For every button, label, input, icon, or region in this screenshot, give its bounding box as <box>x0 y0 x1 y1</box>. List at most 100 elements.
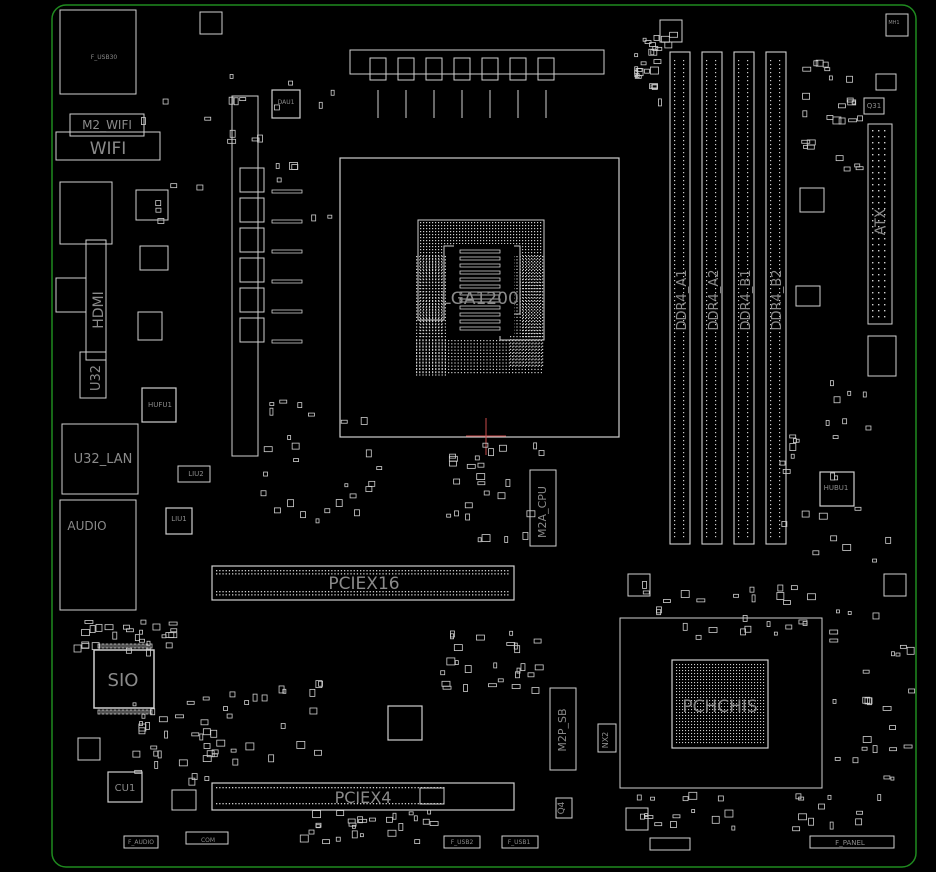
smd-part <box>464 502 473 509</box>
cpu-pin-grid-top-dot <box>471 228 473 230</box>
dimm-slot-4-pins-dot <box>770 184 772 186</box>
dimm-slot-1-pins-dot <box>674 280 676 282</box>
cpu-pin-grid-right-dot <box>531 291 533 293</box>
cpu-pin-grid-top-dot <box>456 222 458 224</box>
dimm-slot-4-pins-dot <box>770 252 772 254</box>
cpu-pin-grid-lower-left-dot <box>416 256 418 258</box>
pciex16-pins-top-dot <box>366 573 368 575</box>
dimm-slot-4-pins-b-dot <box>779 448 781 450</box>
smd-part <box>833 396 841 404</box>
cpu-pin-grid-lower-left-dot <box>428 361 430 363</box>
cpu-pin-grid-top-dot <box>525 234 527 236</box>
cpu-pin-grid-bottom-dot <box>480 359 482 361</box>
cpu-pin-grid-lower-right-dot <box>535 284 537 286</box>
pciex16-pins-bottom-dot <box>443 591 445 593</box>
pciex16-pins-bottom-dot <box>465 591 467 593</box>
cpu-pin-grid-right-dot <box>525 279 527 281</box>
cpu-pin-grid-top-dot <box>528 234 530 236</box>
cpu-pin-grid-lower-right-dot <box>516 291 518 293</box>
dimm-slot-4-pins-dot <box>770 160 772 162</box>
atx-pins-dot <box>878 190 880 192</box>
cpu-pin-grid-bottom-dot <box>425 372 427 374</box>
cpu-pin-grid-top-dot <box>513 234 515 236</box>
dimm-slot-3-pins-dot <box>738 476 740 478</box>
dimm-slot-2-pins-b-dot <box>715 292 717 294</box>
cpu-pin-grid-lower-left-dot <box>419 358 421 360</box>
dimm-slot-4-pins-b-dot <box>779 200 781 202</box>
smd-part <box>682 796 689 802</box>
pciex16-pins-top-dot <box>296 570 298 572</box>
cpu-pin-grid-top-dot <box>465 228 467 230</box>
cpu-pin-grid-left-dot <box>441 255 443 257</box>
cpu-pin-grid-lower-left-dot <box>435 326 437 328</box>
dimm-slot-1-pins-b-dot <box>683 536 685 538</box>
pciex16-pins-top-dot <box>404 573 407 575</box>
cpu-pin-grid-top-dot <box>519 237 521 239</box>
smd-part <box>387 829 397 837</box>
dimm-slot-2-pins-b-dot <box>715 332 717 334</box>
cpu-pin-grid-left-dot <box>429 258 431 260</box>
cpu-pin-grid-lower-left-dot <box>441 300 443 302</box>
top-vrm-choke-4 <box>453 57 471 81</box>
dimm-slot-2-pins-dot <box>706 192 708 194</box>
pciex16-pins-bottom-dot <box>219 591 221 593</box>
dimm-slot-2-pins-b-dot <box>715 436 717 438</box>
smd-cluster-11 <box>132 700 212 786</box>
cpu-pin-grid-top-dot <box>486 225 488 227</box>
pch-ball-grid-dot <box>721 712 723 714</box>
smd-part <box>640 61 647 66</box>
cpu-pin-grid-bottom-dot <box>489 372 491 374</box>
cpu-pin-grid-right-dot <box>531 294 533 296</box>
cpu-pin-grid-bottom-dot <box>537 362 539 364</box>
pciex4-pins-top-dot <box>219 787 221 789</box>
cpu-pin-grid-lower-right-dot <box>526 361 528 363</box>
cpu-pin-grid-lower-right-dot <box>538 268 540 270</box>
cpu-pin-grid-bottom-dot <box>460 343 462 345</box>
pciex16-pins-bottom-dot <box>481 591 483 593</box>
smd-part <box>315 824 321 829</box>
dimm-slot-4-pins-b-dot <box>779 172 781 174</box>
atx-pins-dot <box>878 316 880 318</box>
pch-ball-grid-dot <box>712 739 714 741</box>
pch-ball-grid-dot <box>691 718 693 720</box>
pciex16-pins-bottom-dot <box>264 594 266 596</box>
cpu-pin-grid-bottom-dot <box>448 365 450 367</box>
dimm-slot-2-pins-b-dot <box>715 92 717 94</box>
cpu-pin-grid-lower-left-dot <box>444 371 446 373</box>
pch-ball-grid-dot <box>736 700 738 702</box>
cpu-pin-grid-right-dot <box>540 330 542 332</box>
pch-ball-grid-dot <box>700 673 702 675</box>
dimm-slot-3-pins-dot <box>738 220 740 222</box>
dimm-slot-1-pins-b-dot <box>683 308 685 310</box>
pciex4-pins-bottom-dot <box>312 803 314 805</box>
pciex16-pins-top-dot <box>305 573 307 575</box>
atx-pins-dot <box>884 250 886 252</box>
pciex16-pins-top-dot <box>299 573 301 575</box>
cpu-pin-grid-left-dot <box>432 264 434 266</box>
pch-ball-grid-dot <box>760 667 762 669</box>
pch-chip <box>671 659 769 749</box>
pch-ball-grid-dot <box>724 700 726 702</box>
cpu-pin-grid-bottom-dot <box>457 365 459 367</box>
cpu-pin-grid-top-dot <box>525 228 527 230</box>
dimm-slot-2-pins-b-dot <box>715 132 717 134</box>
cpu-pin-grid-lower-right-dot <box>542 310 544 312</box>
cpu-pin-grid-lower-right-dot <box>532 291 534 293</box>
dimm-slot-1-pins-dot <box>674 468 676 470</box>
u32-port <box>79 351 107 399</box>
cpu-pin-grid-lower-left-dot <box>441 320 443 322</box>
pciex16-pins-bottom-dot <box>232 594 234 596</box>
smd-part <box>891 651 895 657</box>
pch-ball-grid-dot <box>739 673 741 675</box>
cpu-pin-grid-top-dot <box>507 237 509 239</box>
cpu-pin-grid-top-dot <box>429 231 431 233</box>
pch-ball-grid-dot <box>715 694 717 696</box>
cpu-pin-grid-lower-left-dot <box>432 313 434 315</box>
pciex16-pins-bottom-dot <box>395 594 397 596</box>
cpu-pin-grid-lower-right-dot <box>532 361 534 363</box>
pch-ball-grid-dot <box>694 727 696 729</box>
pch-ball-grid-dot <box>709 724 711 726</box>
pch-ball-grid-dot <box>688 697 690 699</box>
pch-ball-grid-dot <box>679 712 681 714</box>
cpu-pin-grid-lower-right-dot <box>529 275 531 277</box>
